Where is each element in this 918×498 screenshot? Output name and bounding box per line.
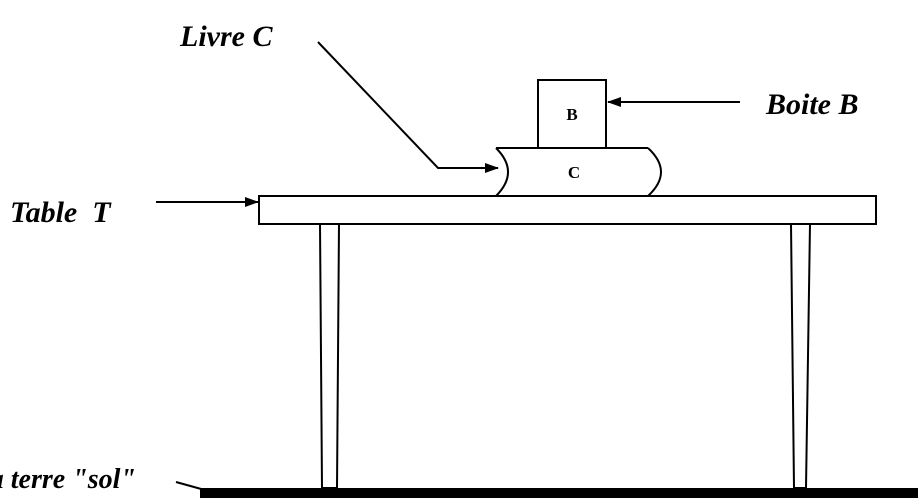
table-top: [258, 195, 877, 225]
table-leg-left: [319, 223, 340, 489]
box-b: B: [537, 79, 607, 149]
box-letter: B: [566, 105, 577, 124]
table-leg-right: [790, 223, 811, 489]
arrow-livre-c: [317, 41, 499, 173]
ground: [200, 488, 918, 498]
book-c: C: [495, 147, 662, 197]
label-sol: la terre "sol": [0, 464, 136, 495]
arrow-sol: [175, 481, 213, 493]
label-livre-c: Livre C: [179, 20, 273, 53]
label-table-t: Table T: [10, 196, 112, 229]
label-boite-b: Boite B: [765, 88, 859, 121]
book-letter: C: [568, 163, 580, 182]
